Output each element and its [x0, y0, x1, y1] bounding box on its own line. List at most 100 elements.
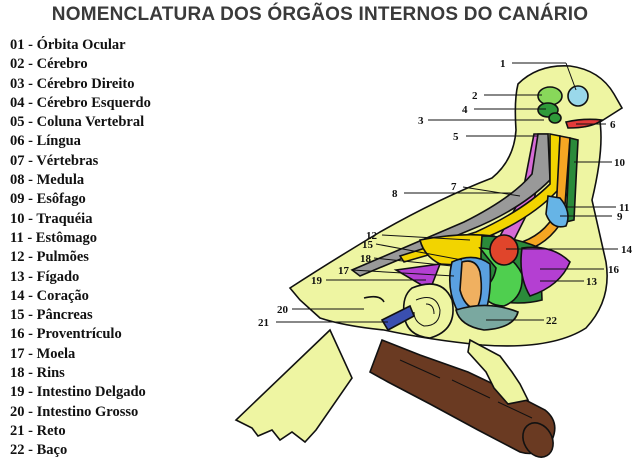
legend-code: 22 [10, 442, 25, 459]
leg [467, 338, 530, 405]
legend-label: Língua [36, 133, 81, 150]
legend-item: 08 - Medula [10, 172, 85, 189]
callout-number: 19 [311, 275, 323, 287]
bark-marks [399, 359, 533, 419]
legend-code: 20 [10, 403, 25, 420]
legend-item: 13 - Fígado [10, 268, 80, 285]
legend-code: 17 [10, 345, 25, 362]
callout-number: 21 [258, 317, 269, 329]
callout-number: 12 [366, 230, 378, 242]
legend-code: 03 [10, 75, 25, 92]
pancreas [459, 260, 483, 311]
legend-item: 05 - Coluna Vertebral [10, 114, 145, 131]
legend-item: 16 - Proventrículo [10, 326, 122, 343]
stomach [545, 195, 569, 228]
legend-label: Coluna Vertebral [36, 114, 145, 131]
legend-code: 09 [10, 191, 25, 208]
callout-number: 15 [362, 239, 374, 251]
legend-code: 01 [10, 37, 25, 53]
legend-item: 12 - Pulmões [10, 249, 89, 266]
tail [234, 328, 353, 444]
callout-number: 18 [360, 253, 372, 265]
legend-label: Pulmões [36, 249, 89, 266]
legend-code: 19 [10, 384, 25, 401]
legend-label: Órbita Ocular [36, 37, 126, 53]
callout-number: 4 [462, 104, 468, 116]
legend-code: 21 [10, 422, 25, 439]
intestine-coil [402, 283, 454, 339]
callout-number: 6 [610, 119, 616, 131]
legend-code: 10 [10, 210, 25, 227]
legend-item: 09 - Esôfago [10, 191, 86, 208]
callout-number: 2 [472, 90, 478, 102]
leader-line [462, 186, 521, 197]
leader-line [565, 62, 577, 91]
callout-lines [276, 62, 618, 323]
legend-label: Rins [36, 365, 65, 382]
legend-label: Pâncreas [36, 307, 93, 324]
legend-item: 14 - Coração [10, 287, 89, 304]
legend-label: Proventrículo [36, 326, 122, 343]
legend-item: 02 - Cérebro [10, 56, 88, 73]
legend-item: 22 - Baço [10, 442, 68, 459]
intestine-large [363, 295, 385, 303]
leader-line [381, 234, 471, 241]
legend-label: Traquéia [36, 210, 93, 227]
brain-small [548, 112, 562, 124]
leader-line [375, 243, 463, 261]
callout-number: 10 [614, 157, 626, 169]
legend-label: Intestino Delgado [36, 384, 146, 401]
legend-code: 11 [10, 229, 24, 246]
legend-item: 03 - Cérebro Direito [10, 75, 135, 92]
legend-item: 01 - Órbita Ocular [10, 37, 126, 53]
intestine-coil-line [413, 297, 441, 327]
legend-item: 10 - Traquéia [10, 210, 93, 227]
legend-item: 15 - Pâncreas [10, 307, 93, 324]
callout-number: 16 [608, 264, 620, 276]
callout-number: 8 [392, 188, 398, 200]
legend-item: 06 - Língua [10, 133, 81, 150]
leader-line [373, 257, 453, 267]
legend-item: 07 - Vértebras [10, 152, 99, 169]
callout-number: 1 [500, 58, 506, 70]
leader-line [351, 269, 455, 277]
legend-item: 21 - Reto [10, 422, 66, 439]
legend-code: 14 [10, 287, 25, 304]
legend-code: 07 [10, 152, 25, 169]
legend-item: 11 - Estômago [10, 229, 98, 246]
callout-numbers: 1 2 3 4 5 6 7 8 9 10 11 12 13 14 15 16 1… [258, 58, 633, 329]
legend-item: 18 - Rins [10, 365, 65, 382]
legend-code: 13 [10, 268, 25, 285]
legend-code: 16 [10, 326, 25, 343]
legend-item: 19 - Intestino Delgado [10, 384, 146, 401]
diagram-title: NOMENCLATURA DOS ÓRGÃOS INTERNOS DO CANÁ… [51, 4, 589, 25]
legend-code: 04 [10, 94, 25, 111]
legend-item: 04 - Cérebro Esquerdo [10, 94, 151, 111]
legend-code: 02 [10, 56, 25, 73]
legend-label: Esôfago [36, 191, 86, 208]
callout-number: 9 [617, 211, 623, 223]
intestine-coils [363, 283, 454, 339]
legend-label: Medula [36, 172, 85, 189]
brain-right [537, 86, 563, 106]
spleen [455, 304, 519, 331]
legend-label: Fígado [36, 268, 80, 285]
trachea [565, 136, 579, 224]
callout-number: 22 [546, 315, 558, 327]
legend-code: 05 [10, 114, 25, 131]
callout-number: 17 [338, 265, 350, 277]
intestine-coil-line [425, 303, 435, 315]
legend-label: Baço [36, 442, 68, 459]
legend-label: Vértebras [36, 152, 99, 169]
branch-end [522, 422, 554, 458]
legend-label: Cérebro Direito [36, 75, 135, 92]
callout-number: 11 [619, 202, 629, 214]
callout-number: 7 [451, 181, 457, 193]
branch [369, 338, 556, 458]
heart [489, 234, 519, 266]
legend-label: Cérebro [36, 56, 88, 73]
legend-label: Estômago [35, 229, 98, 246]
rectum [380, 304, 416, 332]
legend-list: 01 - Órbita Ocular 02 - Cérebro 03 - Cér… [10, 36, 151, 461]
